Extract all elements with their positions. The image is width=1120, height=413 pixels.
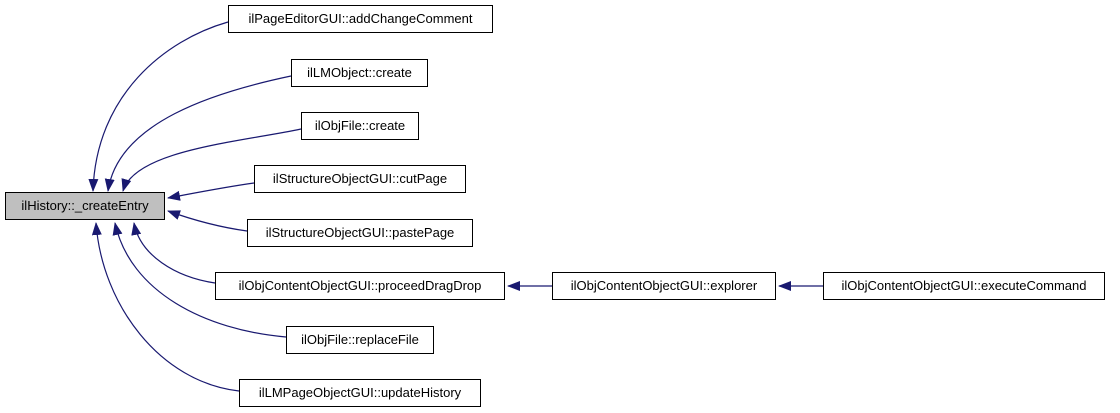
edge-pastePage-to-main — [167, 210, 248, 232]
edge-updateHistory-to-main — [91, 222, 240, 392]
node-proceedDragDrop[interactable]: ilObjContentObjectGUI::proceedDragDrop — [215, 272, 505, 300]
node-lmObject-create[interactable]: ilLMObject::create — [291, 59, 428, 87]
edge-addChangeComment-to-main — [88, 21, 229, 192]
node-updateHistory[interactable]: ilLMPageObjectGUI::updateHistory — [239, 379, 481, 407]
node-cutPage[interactable]: ilStructureObjectGUI::cutPage — [254, 165, 466, 193]
node-main-function: ilHistory::_createEntry — [5, 192, 165, 220]
node-replaceFile[interactable]: ilObjFile::replaceFile — [286, 326, 434, 354]
node-executeCommand[interactable]: ilObjContentObjectGUI::executeCommand — [823, 272, 1105, 300]
node-explorer[interactable]: ilObjContentObjectGUI::explorer — [552, 272, 776, 300]
node-addChangeComment[interactable]: ilPageEditorGUI::addChangeComment — [228, 5, 493, 33]
edge-proceedDragDrop-to-main — [131, 222, 216, 284]
node-pastePage[interactable]: ilStructureObjectGUI::pastePage — [247, 219, 473, 247]
edge-cutPage-to-main — [167, 182, 255, 201]
node-objFile-create[interactable]: ilObjFile::create — [301, 112, 419, 140]
